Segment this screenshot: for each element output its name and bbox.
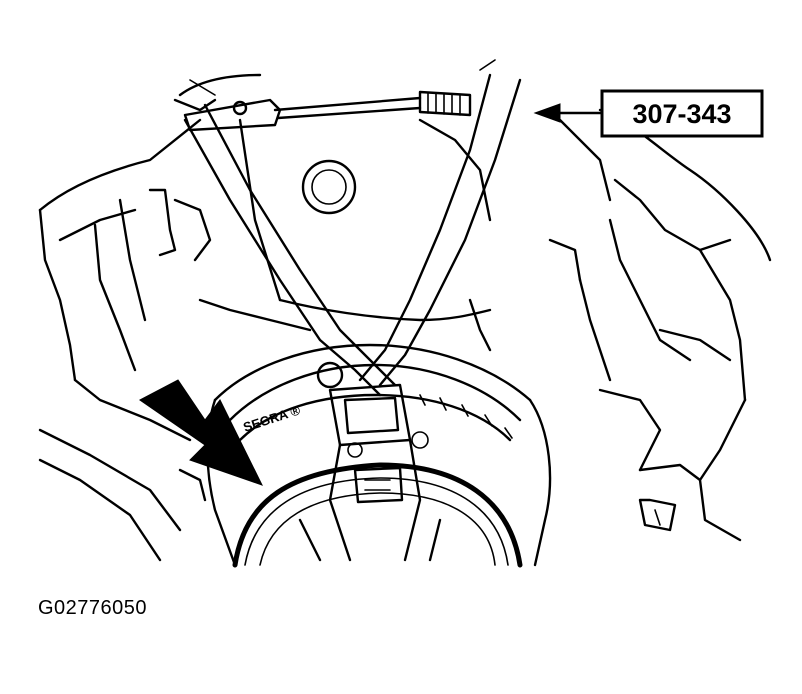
lower-bracket	[38, 428, 207, 562]
access-hole	[301, 159, 357, 215]
tool-crossbar	[183, 90, 472, 132]
tool-number-label: 307-343	[632, 99, 731, 129]
mounting-plate	[198, 118, 492, 352]
figure-id-label: G02776050	[38, 597, 148, 619]
flexplate-marking: SEGRA ®	[241, 402, 302, 435]
pointer-arrow	[139, 379, 263, 486]
tool-callout: 307-343	[600, 89, 764, 138]
crankshaft-hub	[298, 361, 442, 562]
flexplate: SEGRA ®	[206, 343, 552, 568]
callout-leader-arrow	[533, 103, 604, 123]
